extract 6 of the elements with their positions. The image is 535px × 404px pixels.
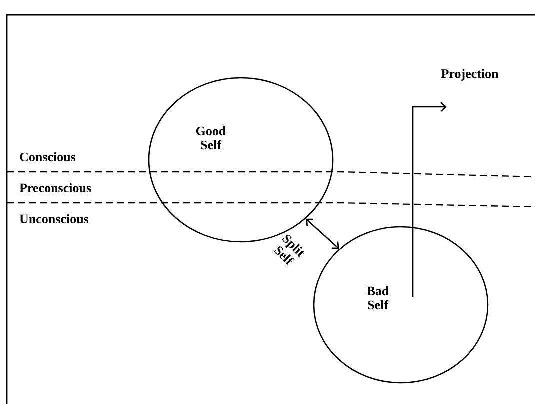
arrow xyxy=(412,102,447,297)
layer-label: Unconscious xyxy=(20,214,89,224)
edge-label: Projection xyxy=(441,69,499,81)
layer-label: Preconscious xyxy=(20,183,92,193)
layer-label: Conscious xyxy=(20,152,76,162)
arrow xyxy=(306,218,340,250)
